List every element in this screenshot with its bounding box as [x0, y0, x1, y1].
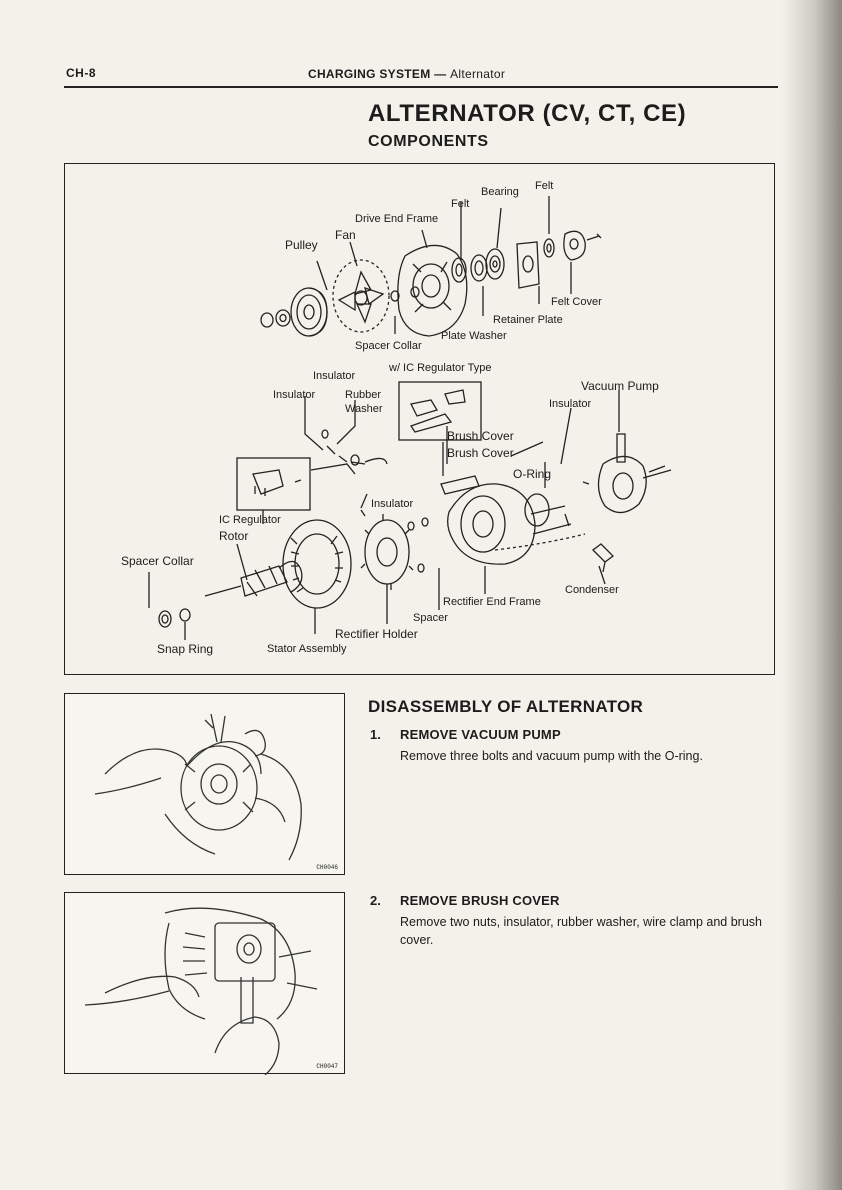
photo-code-1: CH0046	[316, 864, 338, 871]
disassembly-title: DISASSEMBLY OF ALTERNATOR	[368, 697, 644, 716]
label-felt-2: Felt	[535, 180, 554, 192]
hands-removing-brush-cover-illustration	[84, 907, 318, 1075]
label-brush-cover-2: Brush Cover	[447, 446, 514, 460]
label-spacer-collar-top: Spacer Collar	[355, 340, 422, 352]
label-bearing: Bearing	[481, 186, 519, 198]
photo-remove-brush-cover: CH0047	[64, 892, 345, 1075]
photo-code-2: CH0047	[316, 1063, 338, 1070]
label-fan: Fan	[335, 228, 356, 242]
step-1-title: REMOVE VACUUM PUMP	[400, 727, 561, 742]
label-drive-end-frame: Drive End Frame	[355, 213, 439, 225]
hands-removing-pump-illustration	[94, 713, 302, 861]
page-edge-shadow	[782, 0, 842, 1190]
label-felt-1: Felt	[451, 198, 470, 210]
label-retainer-plate: Retainer Plate	[493, 314, 563, 326]
label-spacer: Spacer	[413, 612, 448, 624]
step-2-title: REMOVE BRUSH COVER	[400, 893, 560, 908]
label-insulator-top: Insulator	[313, 370, 356, 382]
label-rubber-washer: Rubber Washer	[345, 389, 383, 415]
label-rotor: Rotor	[219, 529, 249, 543]
label-rectifier-holder: Rectifier Holder	[335, 627, 418, 641]
header-rule	[64, 86, 778, 88]
header-section: CHARGING SYSTEM	[308, 67, 431, 81]
label-ic-regulator: IC Regulator	[219, 514, 281, 526]
components-diagram: Pulley Fan Drive End Frame Felt Bearing …	[64, 163, 775, 675]
header-subsection: Alternator	[450, 67, 506, 81]
label-stator-assembly: Stator Assembly	[267, 643, 347, 655]
step-2-number: 2.	[370, 893, 381, 908]
label-brush-cover-1: Brush Cover	[447, 429, 514, 443]
header-separator: —	[434, 67, 447, 81]
page-title: ALTERNATOR (CV, CT, CE)	[368, 100, 687, 127]
exploded-view-drawing	[148, 196, 672, 640]
label-rectifier-end-frame: Rectifier End Frame	[443, 596, 541, 608]
label-ic-regulator-type: w/ IC Regulator Type	[389, 362, 492, 374]
step-2-body: Remove two nuts, insulator, rubber washe…	[400, 915, 762, 947]
label-spacer-collar-left: Spacer Collar	[121, 554, 194, 568]
label-insulator-right: Insulator	[549, 398, 592, 410]
label-pulley: Pulley	[285, 238, 318, 252]
step-1-body: Remove three bolts and vacuum pump with …	[400, 749, 703, 763]
label-plate-washer: Plate Washer	[441, 330, 507, 342]
label-felt-cover: Felt Cover	[551, 296, 602, 308]
step-1-number: 1.	[370, 727, 381, 742]
page-code: CH-8	[66, 66, 97, 80]
label-snap-ring: Snap Ring	[157, 642, 214, 656]
label-insulator-mid: Insulator	[371, 498, 414, 510]
label-insulator-left: Insulator	[273, 389, 316, 401]
photo-remove-vacuum-pump: CH0046	[64, 693, 345, 875]
label-vacuum-pump: Vacuum Pump	[581, 379, 659, 393]
label-condenser: Condenser	[565, 584, 619, 596]
running-header: CHARGING SYSTEM — Alternator	[308, 67, 505, 81]
section-subtitle: COMPONENTS	[368, 133, 489, 150]
label-o-ring: O-Ring	[513, 467, 552, 481]
